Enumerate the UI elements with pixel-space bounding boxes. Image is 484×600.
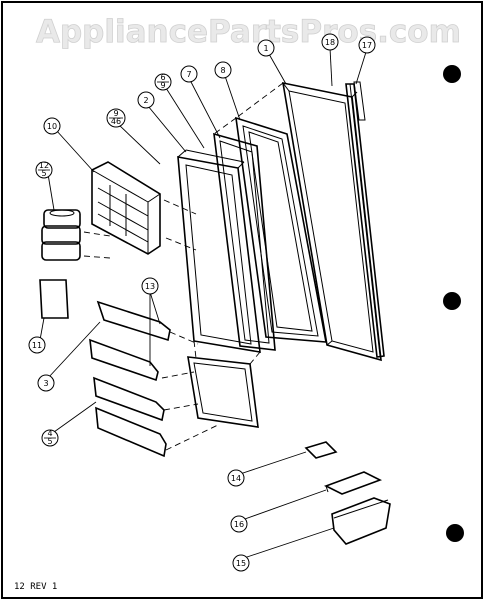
svg-text:5: 5 <box>47 437 52 446</box>
callout-2: 2 <box>137 91 155 109</box>
callout-4-5: 4 5 <box>41 429 59 447</box>
door-shelves <box>89 300 171 458</box>
callout-8: 8 <box>214 61 232 79</box>
svg-text:15: 15 <box>236 559 246 568</box>
svg-text:9: 9 <box>113 109 118 118</box>
binder-hole-middle <box>443 292 461 310</box>
svg-text:6: 6 <box>160 73 165 82</box>
svg-text:3: 3 <box>43 379 48 388</box>
callout-6-9: 6 9 <box>154 73 172 91</box>
watermark: AppliancePartsPros.com <box>36 14 461 50</box>
handle-trim-strips <box>345 81 385 358</box>
svg-text:7: 7 <box>186 70 191 79</box>
svg-text:13: 13 <box>145 282 155 291</box>
svg-text:2: 2 <box>143 96 148 105</box>
svg-text:11: 11 <box>32 341 42 350</box>
callout-16: 16 <box>230 515 248 533</box>
leader-lines <box>39 47 367 559</box>
callout-15: 15 <box>232 554 250 572</box>
svg-text:12: 12 <box>39 161 49 170</box>
small-parts <box>304 441 391 545</box>
compartment-cover <box>39 279 69 319</box>
svg-text:46: 46 <box>111 117 121 126</box>
svg-text:10: 10 <box>47 122 57 131</box>
callout-13: 13 <box>141 277 159 295</box>
callout-7: 7 <box>180 65 198 83</box>
svg-text:17: 17 <box>362 41 372 50</box>
dairy-compartment <box>91 161 161 255</box>
callout-11: 11 <box>28 336 46 354</box>
svg-text:9: 9 <box>160 81 165 90</box>
svg-text:18: 18 <box>325 38 335 47</box>
svg-text:8: 8 <box>220 66 225 75</box>
svg-text:16: 16 <box>234 520 244 529</box>
svg-text:1: 1 <box>263 44 268 53</box>
callout-14: 14 <box>227 469 245 487</box>
binder-hole-bottom <box>446 524 464 542</box>
callout-9-46: 9 46 <box>106 108 126 128</box>
callout-18: 18 <box>321 33 339 51</box>
callout-10: 10 <box>43 117 61 135</box>
revision-label: 12 REV 1 <box>14 582 57 592</box>
svg-text:14: 14 <box>231 474 241 483</box>
assembly-lines <box>83 82 284 451</box>
callout-17: 17 <box>358 36 376 54</box>
callout-12-5: 12 5 <box>35 161 53 179</box>
storage-bins-stack <box>41 209 81 261</box>
lower-gasket <box>187 356 259 428</box>
callout-3: 3 <box>37 374 55 392</box>
binder-hole-top <box>443 65 461 83</box>
door-outer-panel <box>282 81 382 362</box>
svg-text:5: 5 <box>41 169 46 178</box>
svg-text:4: 4 <box>47 429 52 438</box>
door-liner <box>213 132 276 351</box>
callout-1: 1 <box>257 39 275 57</box>
